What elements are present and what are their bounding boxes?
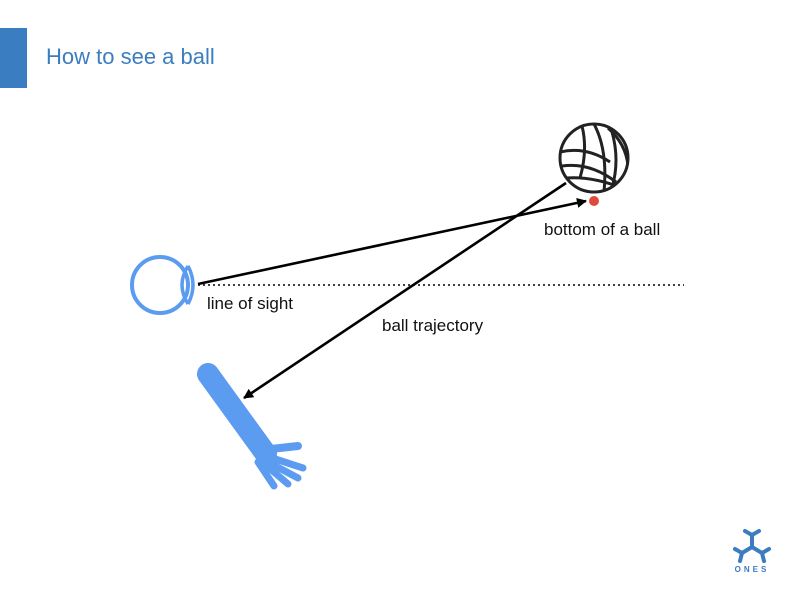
- ones-logo-text: ONES: [734, 565, 770, 574]
- line-of-sight-arrow: [197, 197, 587, 286]
- ones-logo: ONES: [726, 527, 778, 577]
- line-of-sight-label: line of sight: [207, 294, 293, 313]
- bottom-of-ball-label: bottom of a ball: [544, 220, 660, 239]
- ones-logo-mark-icon: [733, 529, 771, 563]
- arm-hand-icon: [197, 363, 307, 490]
- ball-trajectory-arrow: [243, 181, 567, 400]
- volleyball-icon: [558, 122, 630, 194]
- eye-icon: [130, 255, 195, 315]
- slide-title: How to see a ball: [46, 44, 215, 69]
- ball-bottom-marker: [589, 196, 599, 206]
- ball-trajectory-label: ball trajectory: [382, 316, 484, 335]
- title-accent-bar: [0, 28, 27, 88]
